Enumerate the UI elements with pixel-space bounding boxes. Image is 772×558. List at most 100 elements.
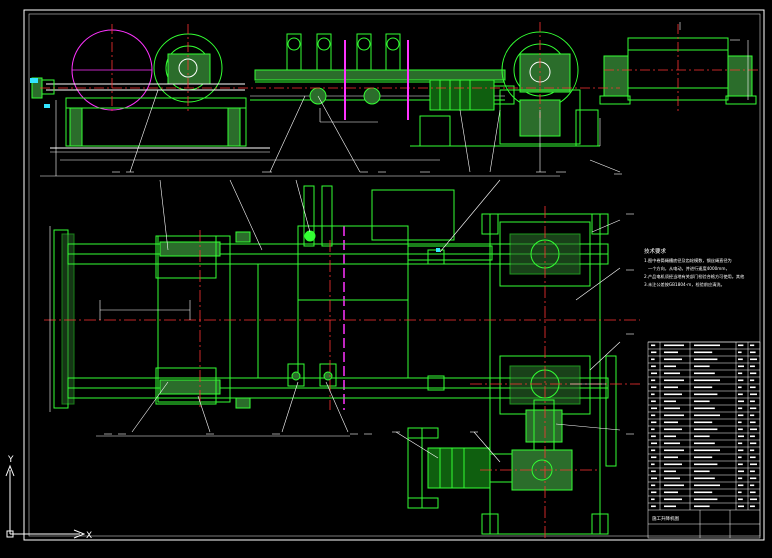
parts-list-cell-mark [664, 477, 680, 480]
ucs-axis-icon [5, 464, 86, 539]
notes-line-2: 一个方向，从电动，并进行速度4000mm， [648, 265, 730, 272]
parts-list-cell-mark [750, 442, 757, 445]
parts-list-cell-mark [651, 393, 655, 396]
parts-list-cell-mark [651, 449, 656, 452]
parts-list-cell-mark [694, 351, 713, 354]
parts-list-cell-mark [738, 505, 744, 508]
parts-list-cell-mark [738, 477, 743, 480]
notes-line-4: 3.未注公差按GB1804-m，检验前应清洗。 [644, 281, 725, 288]
notes-heading: 技术要求 [644, 247, 667, 255]
parts-list-cell-mark [664, 372, 680, 375]
parts-list-cell-mark [651, 358, 655, 361]
parts-list-cell-mark [750, 386, 756, 389]
parts-list-cell-mark [694, 358, 718, 361]
parts-list-cell-mark [694, 470, 710, 473]
parts-list-cell-mark [738, 344, 744, 347]
parts-list-cell-mark [651, 463, 655, 466]
parts-list-cell-mark [750, 505, 755, 508]
parts-list-cell-mark [750, 421, 756, 424]
parts-list-cell-mark [651, 421, 657, 424]
parts-list-cell-mark [750, 414, 755, 417]
parts-list-cell-mark [694, 379, 720, 382]
parts-list-cell-mark [694, 442, 715, 445]
parts-list-cell-mark [694, 435, 710, 438]
parts-list-cell-mark [750, 351, 756, 354]
parts-list-cell-mark [664, 449, 684, 452]
cyan-marks [30, 78, 440, 252]
parts-list-cell-mark [651, 491, 657, 494]
parts-list-cell-mark [750, 358, 757, 361]
drawing-frame [23, 9, 765, 541]
parts-list-cell-mark [738, 400, 744, 403]
parts-list-cell-mark [694, 400, 710, 403]
parts-list-text-marks [651, 344, 757, 508]
parts-list-cell-mark [694, 456, 713, 459]
parts-list-cell-mark [651, 400, 656, 403]
parts-list-cell-mark [694, 498, 718, 501]
parts-list-cell-mark [738, 372, 743, 375]
parts-list-cell-mark [738, 470, 744, 473]
parts-list-cell-mark [694, 491, 713, 494]
parts-list-cell-mark [750, 470, 755, 473]
parts-list-cell-mark [664, 428, 682, 431]
parts-list-cell-mark [694, 449, 720, 452]
parts-list-cell-mark [738, 442, 743, 445]
parts-list-cell-mark [664, 344, 684, 347]
parts-list-cell-mark [750, 435, 755, 438]
parts-list-cell-mark [664, 365, 676, 368]
parts-list-cell-mark [738, 365, 744, 368]
parts-list-cell-mark [694, 386, 713, 389]
parts-list-cell-mark [738, 358, 743, 361]
parts-list-cell-mark [664, 379, 684, 382]
parts-list-cell-mark [750, 484, 755, 487]
parts-list-cell-mark [750, 344, 755, 347]
parts-list-cell-mark [738, 435, 744, 438]
parts-list-cell-mark [664, 400, 676, 403]
parts-list-cell-mark [664, 351, 678, 354]
part-number-ticks [104, 171, 634, 435]
parts-list-cell-mark [738, 421, 742, 424]
parts-list-cell-mark [664, 407, 680, 410]
front-elevation-view [31, 29, 757, 153]
parts-list-cell-mark [750, 428, 757, 431]
parts-list-cell-mark [664, 470, 676, 473]
parts-list-cell-mark [738, 386, 742, 389]
parts-list-cell-mark [694, 407, 715, 410]
parts-list-cell-mark [694, 505, 710, 508]
parts-list-cell-mark [664, 442, 680, 445]
plan-leader-lines [49, 179, 621, 463]
parts-list-cell-mark [664, 421, 678, 424]
parts-list-cell-mark [664, 456, 678, 459]
plan-centerlines [44, 206, 640, 540]
parts-list-cell-mark [651, 477, 657, 480]
parts-list-cell-mark [651, 470, 656, 473]
parts-list-cell-mark [694, 463, 718, 466]
parts-list-cell-mark [738, 414, 744, 417]
technical-notes: 技术要求 1.图中卷筒绳槽底径及齿轮模数，钢丝绳直径为 一个方向，从电动，并进行… [644, 247, 745, 288]
notes-line-1: 1.图中卷筒绳槽底径及齿轮模数，钢丝绳直径为 [644, 257, 732, 264]
parts-list-cell-mark [738, 463, 743, 466]
parts-list-cell-mark [750, 393, 757, 396]
parts-list-cell-mark [664, 498, 682, 501]
parts-list-cell-mark [738, 407, 743, 410]
parts-list-cell-mark [651, 344, 656, 347]
parts-list-cell-mark [738, 351, 742, 354]
parts-list-cell-mark [664, 484, 684, 487]
parts-list-cell-mark [694, 414, 720, 417]
parts-list-cell-mark [651, 428, 655, 431]
parts-list-cell-mark [738, 491, 742, 494]
parts-list-cell-mark [694, 484, 720, 487]
parts-list-cell-mark [664, 358, 682, 361]
parts-list-cell-mark [664, 463, 682, 466]
parts-list-cell-mark [738, 449, 744, 452]
parts-list-cell-mark [750, 365, 755, 368]
parts-list-cell-mark [664, 491, 678, 494]
parts-list-cell-mark [750, 372, 757, 375]
parts-list-cell-mark [694, 365, 710, 368]
parts-list-cell-mark [750, 449, 755, 452]
parts-list-cell-mark [651, 442, 657, 445]
parts-list-cell-mark [694, 393, 718, 396]
parts-list-cell-mark [694, 372, 715, 375]
parts-list-cell-mark [750, 400, 755, 403]
